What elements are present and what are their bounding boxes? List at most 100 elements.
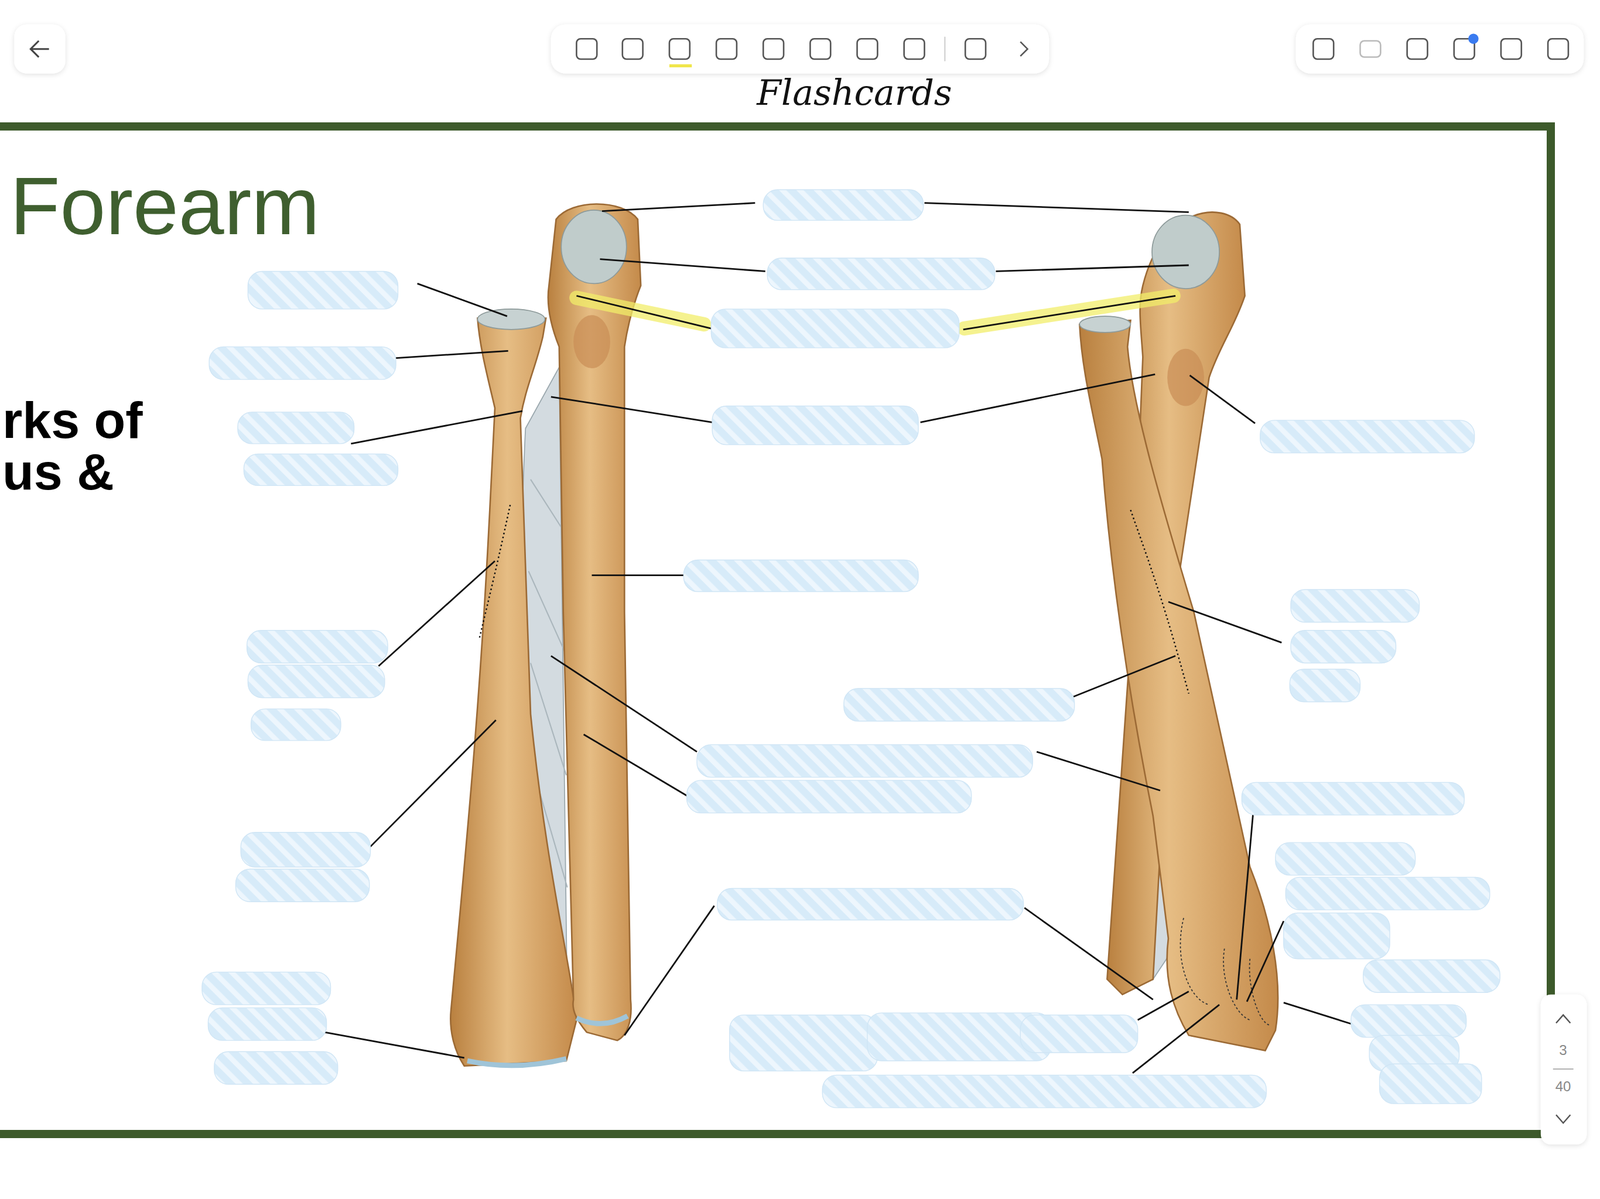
leader-line	[1246, 921, 1284, 1003]
cut-heading: rks of	[2, 394, 143, 447]
answer-mask	[207, 1007, 327, 1041]
answer-mask	[729, 1015, 878, 1072]
back-arrow	[30, 40, 49, 58]
toolbar-panel	[551, 24, 1049, 74]
leader-line	[995, 265, 1189, 272]
leader-line	[1137, 992, 1189, 1021]
tool-icon	[857, 38, 878, 60]
leader-line	[324, 1032, 465, 1059]
leader-lines	[324, 203, 1352, 1074]
answer-mask	[843, 688, 1075, 722]
leader-line	[551, 655, 697, 752]
leader-line	[920, 374, 1156, 423]
answer-mask	[1351, 1004, 1467, 1038]
leader-line	[599, 259, 765, 272]
leader-line	[1024, 908, 1154, 1001]
leader-line	[1073, 655, 1176, 697]
leader-line	[1283, 1003, 1353, 1025]
leader-line	[624, 906, 714, 1036]
answer-mask	[767, 258, 996, 290]
answer-mask	[686, 780, 972, 814]
tool-icon	[1407, 38, 1428, 60]
answer-mask	[235, 869, 369, 902]
tool-icon	[669, 38, 690, 60]
page-count: 40	[1555, 1079, 1572, 1094]
toolbar-panel	[1296, 24, 1584, 74]
tool-icon	[904, 38, 925, 60]
answer-mask	[763, 189, 924, 221]
answer-mask	[1379, 1064, 1482, 1104]
leader-line	[963, 295, 1176, 330]
tool-icon	[965, 38, 986, 60]
leader-line	[1190, 375, 1256, 424]
answer-mask	[1283, 913, 1390, 959]
page-down	[1556, 1115, 1571, 1124]
bones	[202, 189, 1500, 1109]
toolbar-panel	[1540, 995, 1587, 1145]
handwritten-note: Flashcards	[756, 74, 952, 111]
radius-bone	[1079, 320, 1278, 1051]
leader-line	[370, 720, 496, 847]
answer-mask	[1260, 420, 1475, 454]
leader-line	[395, 350, 509, 358]
answer-mask	[1020, 1015, 1138, 1054]
answer-mask	[237, 412, 355, 444]
answer-mask	[1285, 877, 1490, 911]
leader-line	[1236, 814, 1254, 1000]
answer-mask	[214, 1051, 338, 1085]
tool-icon	[1313, 38, 1334, 60]
leader-line	[350, 411, 523, 444]
leader-line	[551, 397, 713, 423]
answer-mask	[1363, 960, 1500, 994]
leader-line	[602, 203, 755, 212]
answer-mask	[1289, 669, 1360, 703]
ulna-bone	[548, 203, 641, 1041]
cut-heading: us &	[2, 446, 115, 498]
page-up	[1556, 1015, 1571, 1024]
answer-mask	[1290, 630, 1396, 664]
leader-line	[592, 574, 685, 577]
answer-mask	[696, 744, 1033, 778]
redo-icon	[1359, 40, 1381, 58]
tool-icon	[1501, 38, 1522, 60]
answer-mask	[712, 405, 919, 445]
answer-mask	[683, 560, 919, 593]
more-chevron	[1020, 41, 1028, 56]
leader-line	[1036, 751, 1161, 791]
leader-line	[417, 283, 508, 317]
leader-line	[576, 295, 711, 329]
answer-mask	[209, 346, 396, 380]
tool-icon	[763, 38, 784, 60]
page-number: 3	[1559, 1043, 1567, 1058]
dotted-outline	[479, 504, 511, 638]
answer-mask	[822, 1075, 1267, 1109]
leader-line	[583, 734, 687, 796]
answer-mask	[243, 453, 398, 486]
answer-mask	[710, 309, 959, 348]
toolbar-panel	[14, 24, 66, 74]
answer-mask	[247, 630, 388, 664]
answer-mask	[251, 709, 341, 741]
answer-mask	[247, 271, 398, 309]
leader-line	[1168, 602, 1282, 644]
answer-mask	[717, 889, 1024, 921]
active-tool-mark	[669, 64, 692, 68]
answer-masks	[202, 189, 1500, 1109]
tool-icon	[809, 38, 831, 60]
page-divider	[1553, 1068, 1574, 1070]
leader-line	[924, 203, 1189, 213]
answer-mask	[1241, 782, 1465, 816]
answer-mask	[202, 972, 331, 1005]
tool-icon	[622, 38, 644, 60]
leader-line	[378, 561, 495, 666]
tool-icon	[716, 38, 737, 60]
answer-mask	[247, 665, 385, 699]
answer-mask	[1275, 842, 1416, 876]
answer-mask	[240, 832, 371, 868]
dotted-outline	[1130, 510, 1189, 694]
divider	[944, 36, 946, 62]
tool-icon	[1547, 38, 1569, 60]
radius-bone	[450, 318, 577, 1067]
notification-dot	[1468, 33, 1479, 44]
tool-icon	[576, 38, 597, 60]
